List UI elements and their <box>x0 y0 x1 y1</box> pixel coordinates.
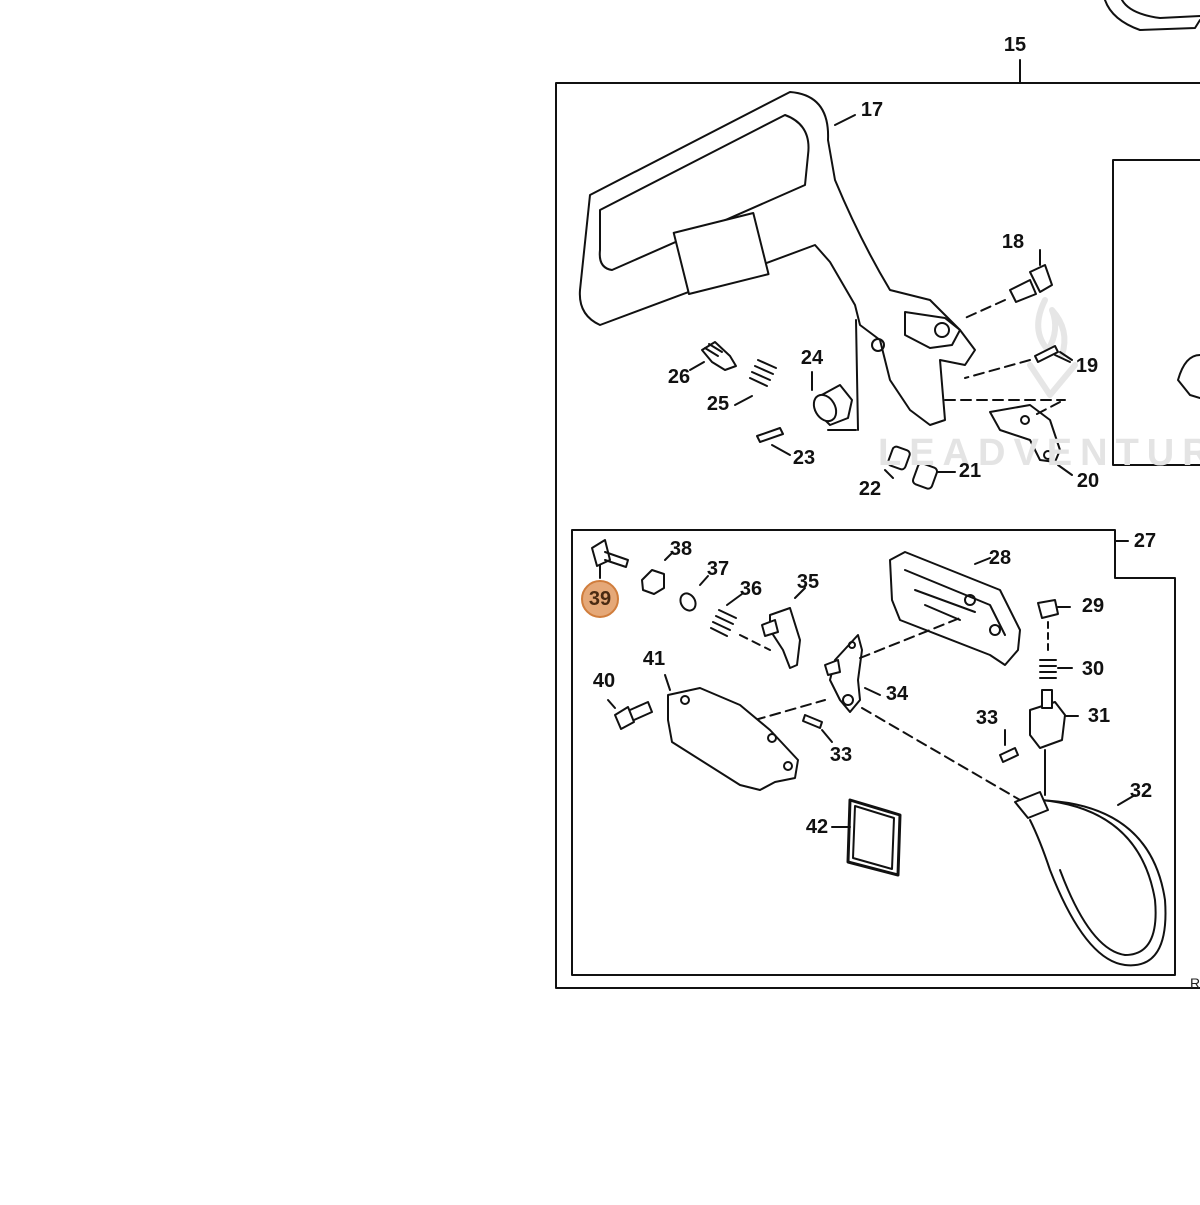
callout-19[interactable]: 19 <box>1075 355 1099 377</box>
callout-28[interactable]: 28 <box>988 547 1012 569</box>
spring-30 <box>1039 659 1073 679</box>
pin-33-right <box>999 729 1019 763</box>
callout-42[interactable]: 42 <box>805 816 829 838</box>
callout-20[interactable]: 20 <box>1076 470 1100 492</box>
spring-36 <box>710 593 771 651</box>
callout-39-highlighted[interactable]: 39 <box>581 580 619 618</box>
callout-29[interactable]: 29 <box>1081 595 1105 617</box>
top-right-part <box>1104 0 1200 31</box>
washer-37 <box>679 575 709 612</box>
edge-text: R <box>1190 975 1200 991</box>
screw-40 <box>607 699 653 730</box>
housing-28 <box>889 551 1021 666</box>
spring-25 <box>734 359 777 406</box>
callout-26[interactable]: 26 <box>667 366 691 388</box>
right-edge-part <box>1177 354 1200 399</box>
callout-33-right[interactable]: 33 <box>975 707 999 729</box>
cylinder-24 <box>811 371 853 426</box>
callout-18[interactable]: 18 <box>1001 231 1025 253</box>
callout-32[interactable]: 32 <box>1129 780 1153 802</box>
callout-21[interactable]: 21 <box>958 460 982 482</box>
callout-36[interactable]: 36 <box>739 578 763 600</box>
plunger-26 <box>689 341 737 371</box>
watermark-logo <box>1027 297 1078 398</box>
screw-39 <box>591 539 629 579</box>
bushing-21 <box>911 462 956 490</box>
callout-38[interactable]: 38 <box>669 538 693 560</box>
callout-15[interactable]: 15 <box>1003 34 1027 56</box>
callout-33-left[interactable]: 33 <box>829 744 853 766</box>
callout-22[interactable]: 22 <box>858 478 882 500</box>
frame-15 <box>555 59 1200 989</box>
screw-18 <box>964 249 1053 319</box>
pad-42 <box>831 798 902 877</box>
frame-27 <box>571 529 1176 976</box>
callout-34[interactable]: 34 <box>885 683 909 705</box>
pin-33-left <box>802 714 833 743</box>
callout-40[interactable]: 40 <box>592 670 616 692</box>
chain-brake-handle <box>578 91 976 431</box>
lever-35 <box>761 587 806 669</box>
callout-31[interactable]: 31 <box>1087 705 1111 727</box>
slider-31 <box>1029 689 1079 796</box>
cover-plate-41 <box>664 674 799 791</box>
callout-27[interactable]: 27 <box>1133 530 1157 552</box>
pin-19 <box>964 345 1073 379</box>
nut-38 <box>641 552 673 595</box>
callout-17[interactable]: 17 <box>860 99 884 121</box>
lever-34 <box>754 617 1021 801</box>
callout-35[interactable]: 35 <box>796 571 820 593</box>
callout-24[interactable]: 24 <box>800 347 824 369</box>
callout-37[interactable]: 37 <box>706 558 730 580</box>
pin-23 <box>756 427 791 456</box>
watermark-text: LEADVENTUR <box>878 432 1200 474</box>
callout-41[interactable]: 41 <box>642 648 666 670</box>
callout-25[interactable]: 25 <box>706 393 730 415</box>
nut-29 <box>1037 599 1071 651</box>
lever-20 <box>944 399 1073 476</box>
callout-23[interactable]: 23 <box>792 447 816 469</box>
brake-band-32 <box>1014 791 1167 967</box>
right-inner-frame <box>1112 159 1200 466</box>
bushing-22 <box>884 445 911 479</box>
leader-lines <box>834 114 1071 363</box>
callout-30[interactable]: 30 <box>1081 658 1105 680</box>
